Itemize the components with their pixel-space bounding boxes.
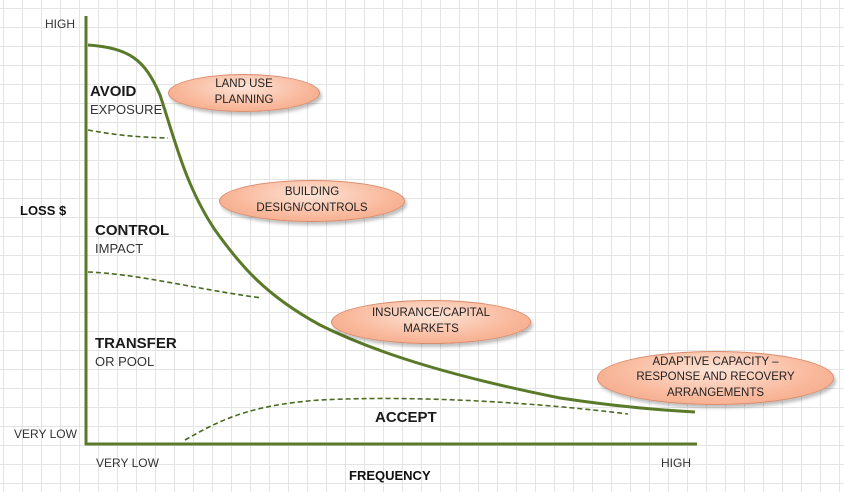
callout-adaptive-text: ADAPTIVE CAPACITY – RESPONSE AND RECOVER…	[636, 355, 795, 399]
zone-control-title: CONTROL	[95, 222, 170, 239]
callout-insurance-text: INSURANCE/CAPITAL MARKETS	[371, 307, 490, 335]
y-axis-low-label: VERY LOW	[14, 427, 77, 441]
zone-transfer-title: TRANSFER	[95, 335, 177, 352]
x-axis-title: FREQUENCY	[349, 468, 431, 483]
y-axis-high-label: HIGH	[45, 17, 75, 31]
callout-building: BUILDING DESIGN/CONTROLS	[219, 180, 405, 222]
zone-control-sub: IMPACT	[95, 241, 144, 256]
loss-frequency-curve	[87, 43, 696, 414]
callout-building-text: BUILDING DESIGN/CONTROLS	[256, 186, 368, 214]
callout-adaptive-capacity: ADAPTIVE CAPACITY – RESPONSE AND RECOVER…	[597, 351, 834, 405]
avoid-boundary-line	[87, 129, 169, 139]
callout-land-use-text: LAND USE PLANNING	[214, 78, 274, 106]
callout-land-use: LAND USE PLANNING	[168, 74, 320, 112]
zone-avoid-title: AVOID	[90, 83, 137, 100]
zone-transfer-sub: OR POOL	[95, 354, 155, 369]
zone-accept-title: ACCEPT	[375, 409, 437, 426]
y-axis-title: LOSS $	[20, 203, 67, 218]
callout-insurance: INSURANCE/CAPITAL MARKETS	[331, 300, 531, 344]
x-axis-low-label: VERY LOW	[96, 456, 159, 470]
control-boundary-line	[87, 271, 263, 299]
zone-avoid-sub: EXPOSURE	[90, 102, 163, 117]
x-axis-high-label: HIGH	[661, 456, 691, 470]
accept-boundary-line	[184, 397, 629, 441]
